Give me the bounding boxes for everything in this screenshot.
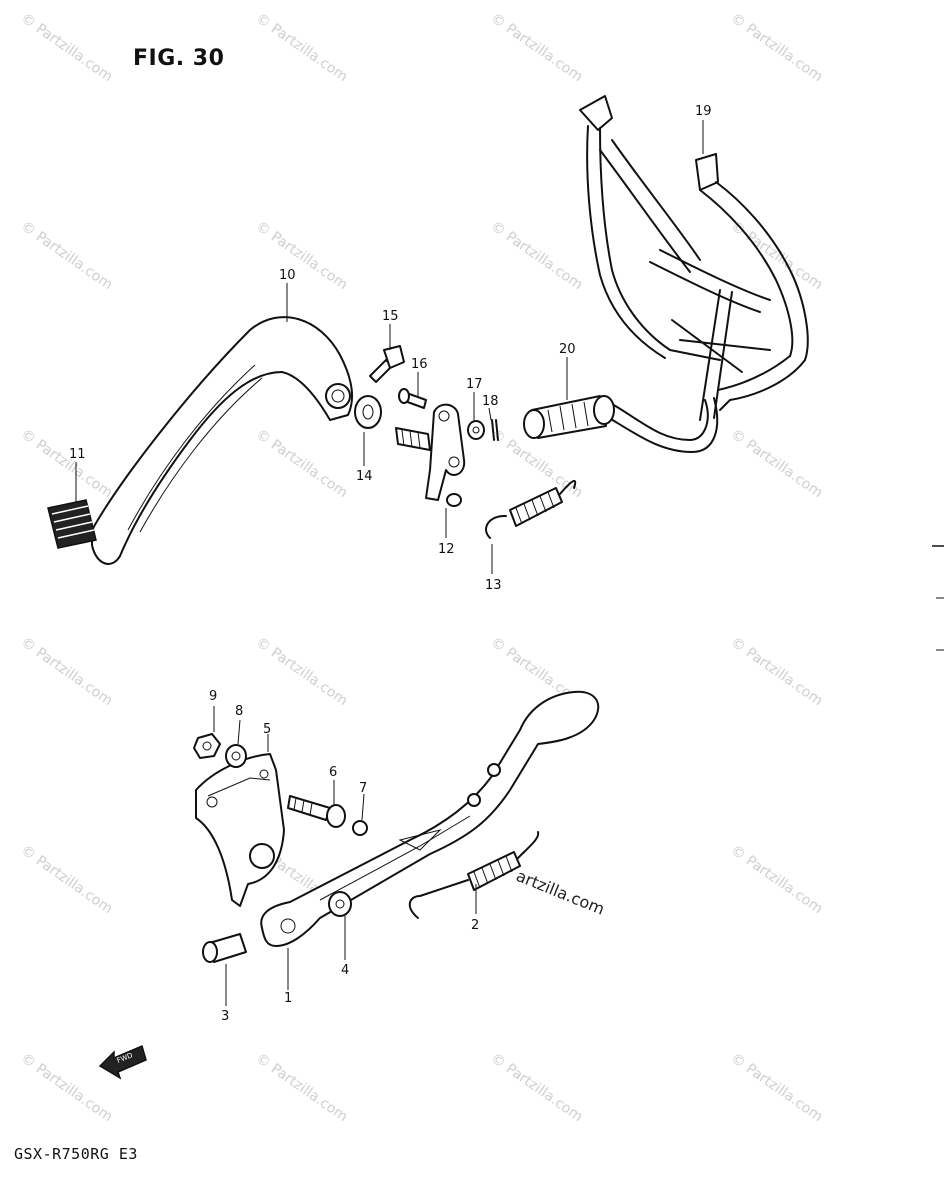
callout-7: 7 xyxy=(359,781,367,796)
watermark: © Partzilla.com xyxy=(253,634,351,709)
watermark: © Partzilla.com xyxy=(488,10,586,85)
cotter-pin-18 xyxy=(491,419,499,441)
watermark: © Partzilla.com xyxy=(728,842,826,917)
leader-lines xyxy=(75,120,704,1006)
bushing-4 xyxy=(328,891,352,917)
washer-8 xyxy=(225,744,247,768)
callout-15: 15 xyxy=(382,309,399,324)
callout-14: 14 xyxy=(356,469,373,484)
callout-19: 19 xyxy=(695,104,712,119)
shift-arm-12 xyxy=(395,403,466,507)
callout-16: 16 xyxy=(411,357,428,372)
watermark: © Partzilla.com xyxy=(488,1050,586,1125)
watermark: © Partzilla.com xyxy=(253,10,351,85)
bolt-6 xyxy=(287,795,346,828)
callout-11: 11 xyxy=(69,447,86,462)
footrest-peg-20 xyxy=(523,395,615,439)
watermark: © Partzilla.com xyxy=(253,1050,351,1125)
scan-edge-marks xyxy=(932,545,944,651)
nut-9 xyxy=(193,733,221,759)
watermark: © Partzilla.com xyxy=(728,634,826,709)
callout-6: 6 xyxy=(329,765,337,780)
footrest-bracket-19 xyxy=(579,95,809,453)
watermark: © Partzilla.com xyxy=(728,426,826,501)
watermark: © Partzilla.com xyxy=(253,218,351,293)
stand-bracket-5 xyxy=(195,753,285,907)
watermark: © Partzilla.com xyxy=(18,1050,116,1125)
callout-2: 2 xyxy=(471,918,479,933)
return-spring-13 xyxy=(485,479,577,539)
watermark: © Partzilla.com xyxy=(253,426,351,501)
callout-4: 4 xyxy=(341,963,349,978)
side-stand-1 xyxy=(260,690,600,947)
watermark: © Partzilla.com xyxy=(18,634,116,709)
figure-title: FIG. 30 xyxy=(133,46,225,71)
watermark: © Partzilla.com xyxy=(728,10,826,85)
watermark: © Partzilla.com xyxy=(488,218,586,293)
callout-13: 13 xyxy=(485,578,502,593)
watermark: © Partzilla.com xyxy=(18,218,116,293)
nut-17 xyxy=(467,420,485,440)
fwd-arrow-icon: FWD xyxy=(98,1044,147,1080)
callout-8: 8 xyxy=(235,704,243,719)
shift-pedal-rubber-11 xyxy=(47,499,97,549)
watermark: © Partzilla.com xyxy=(18,842,116,917)
callout-3: 3 xyxy=(221,1009,229,1024)
callout-1: 1 xyxy=(284,991,292,1006)
callout-12: 12 xyxy=(438,542,455,557)
bolt-15 xyxy=(369,345,405,383)
watermark: © Partzilla.com xyxy=(18,10,116,85)
callout-20: 20 xyxy=(559,342,576,357)
gear-shift-lever-10 xyxy=(91,316,354,565)
model-code: GSX-R750RG E3 xyxy=(14,1145,138,1163)
washer-14 xyxy=(354,395,382,429)
watermark: © Partzilla.com xyxy=(18,426,116,501)
nut-7 xyxy=(352,820,368,836)
callout-9: 9 xyxy=(209,689,217,704)
callout-5: 5 xyxy=(263,722,271,737)
watermark: © Partzilla.com xyxy=(728,1050,826,1125)
callout-10: 10 xyxy=(279,268,296,283)
pin-16 xyxy=(398,388,427,409)
stand-bolt-3 xyxy=(202,933,247,963)
watermark-layer: © Partzilla.com © Partzilla.com © Partzi… xyxy=(18,10,826,1125)
watermark-overlay: artzilla.com xyxy=(514,866,608,919)
callout-17: 17 xyxy=(466,377,483,392)
callout-labels: 10 11 15 16 14 17 18 12 13 20 19 9 8 5 6… xyxy=(69,104,712,1024)
callout-18: 18 xyxy=(482,394,499,409)
stand-spring-2 xyxy=(408,831,540,919)
